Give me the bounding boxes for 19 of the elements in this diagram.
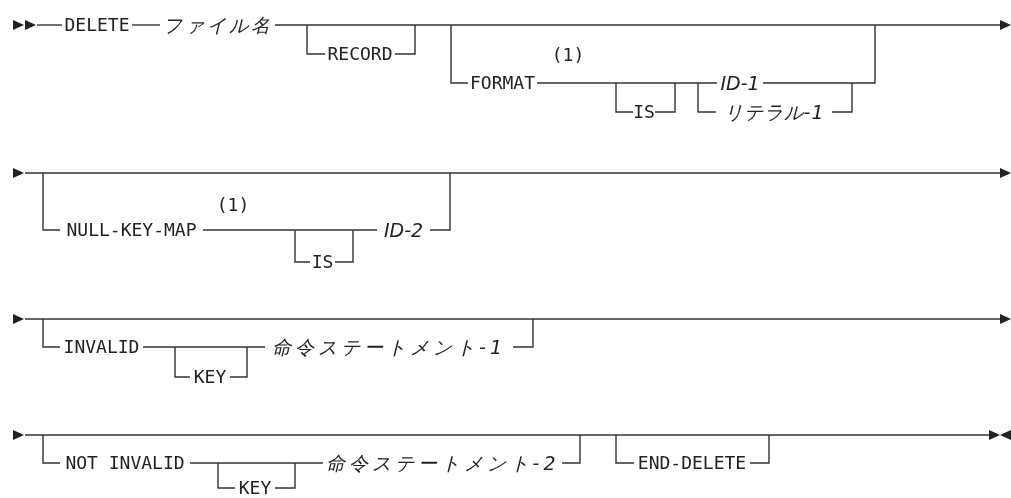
keyword: NOT INVALID xyxy=(65,454,185,472)
variable: ID-1 xyxy=(720,74,760,92)
variable: ID-2 xyxy=(383,221,424,239)
keyword: IS xyxy=(311,253,334,271)
keyword: IS xyxy=(633,103,655,121)
variable: 命令ステートメント-2 xyxy=(325,454,560,472)
variable: リテラル-1 xyxy=(723,103,825,121)
keyword: KEY xyxy=(238,479,272,497)
keyword: END-DELETE xyxy=(637,454,747,472)
variable: ファイル名 xyxy=(162,16,273,34)
keyword: DELETE xyxy=(64,16,130,34)
keyword: RECORD xyxy=(327,45,393,63)
keyword: INVALID xyxy=(63,338,140,356)
keyword: KEY xyxy=(193,368,227,386)
footnote-mark: (1) xyxy=(551,46,585,64)
footnote-mark: (1) xyxy=(216,196,250,214)
keyword: NULL-KEY-MAP xyxy=(66,221,197,239)
keyword: FORMAT xyxy=(470,74,535,92)
variable: 命令ステートメント-1 xyxy=(272,338,506,356)
